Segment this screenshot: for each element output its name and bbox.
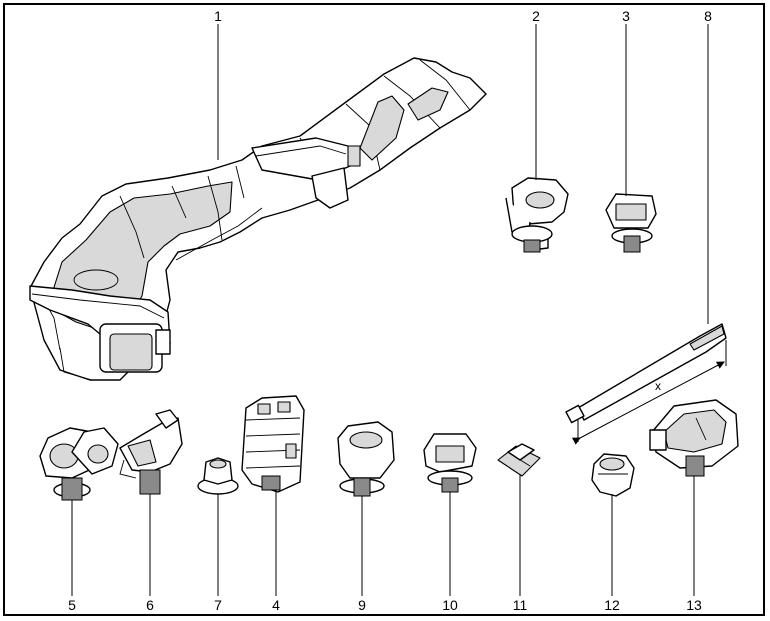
part-11-small-clip bbox=[497, 443, 541, 477]
part-12-grommet bbox=[591, 453, 635, 497]
part-10-cable-clip bbox=[423, 433, 477, 493]
callout-1: 1 bbox=[214, 8, 222, 24]
leader-lines bbox=[71, 24, 709, 596]
callout-11: 11 bbox=[513, 597, 528, 613]
callout-labels: 1 2 3 8 5 6 7 4 9 10 11 12 13 x bbox=[68, 8, 712, 613]
part-7-nut bbox=[197, 457, 239, 495]
callout-5: 5 bbox=[68, 597, 76, 613]
callout-13: 13 bbox=[686, 597, 702, 613]
part-3-cable-clip bbox=[605, 193, 657, 253]
callout-12: 12 bbox=[604, 597, 620, 613]
callout-10: 10 bbox=[442, 597, 458, 613]
part-13-bracket-clip bbox=[649, 399, 739, 477]
part-2-cable-clip bbox=[505, 177, 569, 253]
callout-2: 2 bbox=[532, 8, 540, 24]
dimension-label: x bbox=[655, 379, 661, 393]
part-4-clip-block bbox=[241, 395, 305, 493]
part-8-cable-tie bbox=[565, 323, 727, 445]
part-6-arm-clip bbox=[119, 409, 183, 495]
callout-6: 6 bbox=[146, 597, 154, 613]
callout-3: 3 bbox=[622, 8, 630, 24]
callout-8: 8 bbox=[704, 8, 712, 24]
part-1-cable-duct bbox=[29, 57, 487, 381]
callout-9: 9 bbox=[358, 597, 366, 613]
callout-7: 7 bbox=[214, 597, 222, 613]
part-5-double-clip bbox=[39, 427, 119, 501]
part-9-cable-clip bbox=[337, 421, 395, 497]
callout-4: 4 bbox=[272, 597, 280, 613]
